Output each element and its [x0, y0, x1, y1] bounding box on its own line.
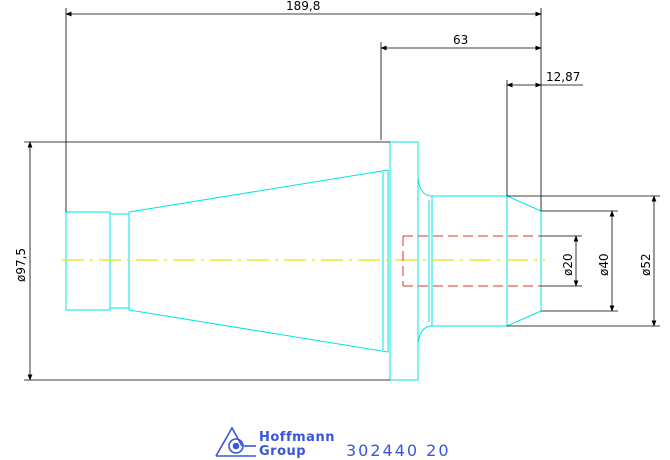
- dim-chamfer-length: 12,87: [546, 70, 580, 84]
- rear-step: [109, 213, 130, 309]
- taper-cone: [128, 169, 389, 353]
- hoffmann-logo: Hoffmann Group: [215, 426, 335, 459]
- dim-shank-diameter: ø52: [639, 253, 653, 276]
- rear-collar: [65, 211, 111, 311]
- logo-line-2: Group: [259, 444, 306, 459]
- part-number: 302440 20: [346, 441, 451, 460]
- flange: [389, 141, 419, 381]
- dimension-lines: [24, 8, 660, 381]
- dim-shank-length: 63: [453, 33, 468, 47]
- dim-overall-length: 189,8: [286, 0, 320, 13]
- hidden-bore: [402, 235, 541, 287]
- dim-bore-diameter: ø20: [561, 253, 575, 276]
- dim-flange-diameter: ø97,5: [14, 248, 28, 282]
- logo-mark-icon: [215, 426, 256, 457]
- part-outline: [65, 141, 542, 381]
- dim-inner-diameter: ø40: [597, 253, 611, 276]
- logo-line-1: Hoffmann: [259, 430, 335, 445]
